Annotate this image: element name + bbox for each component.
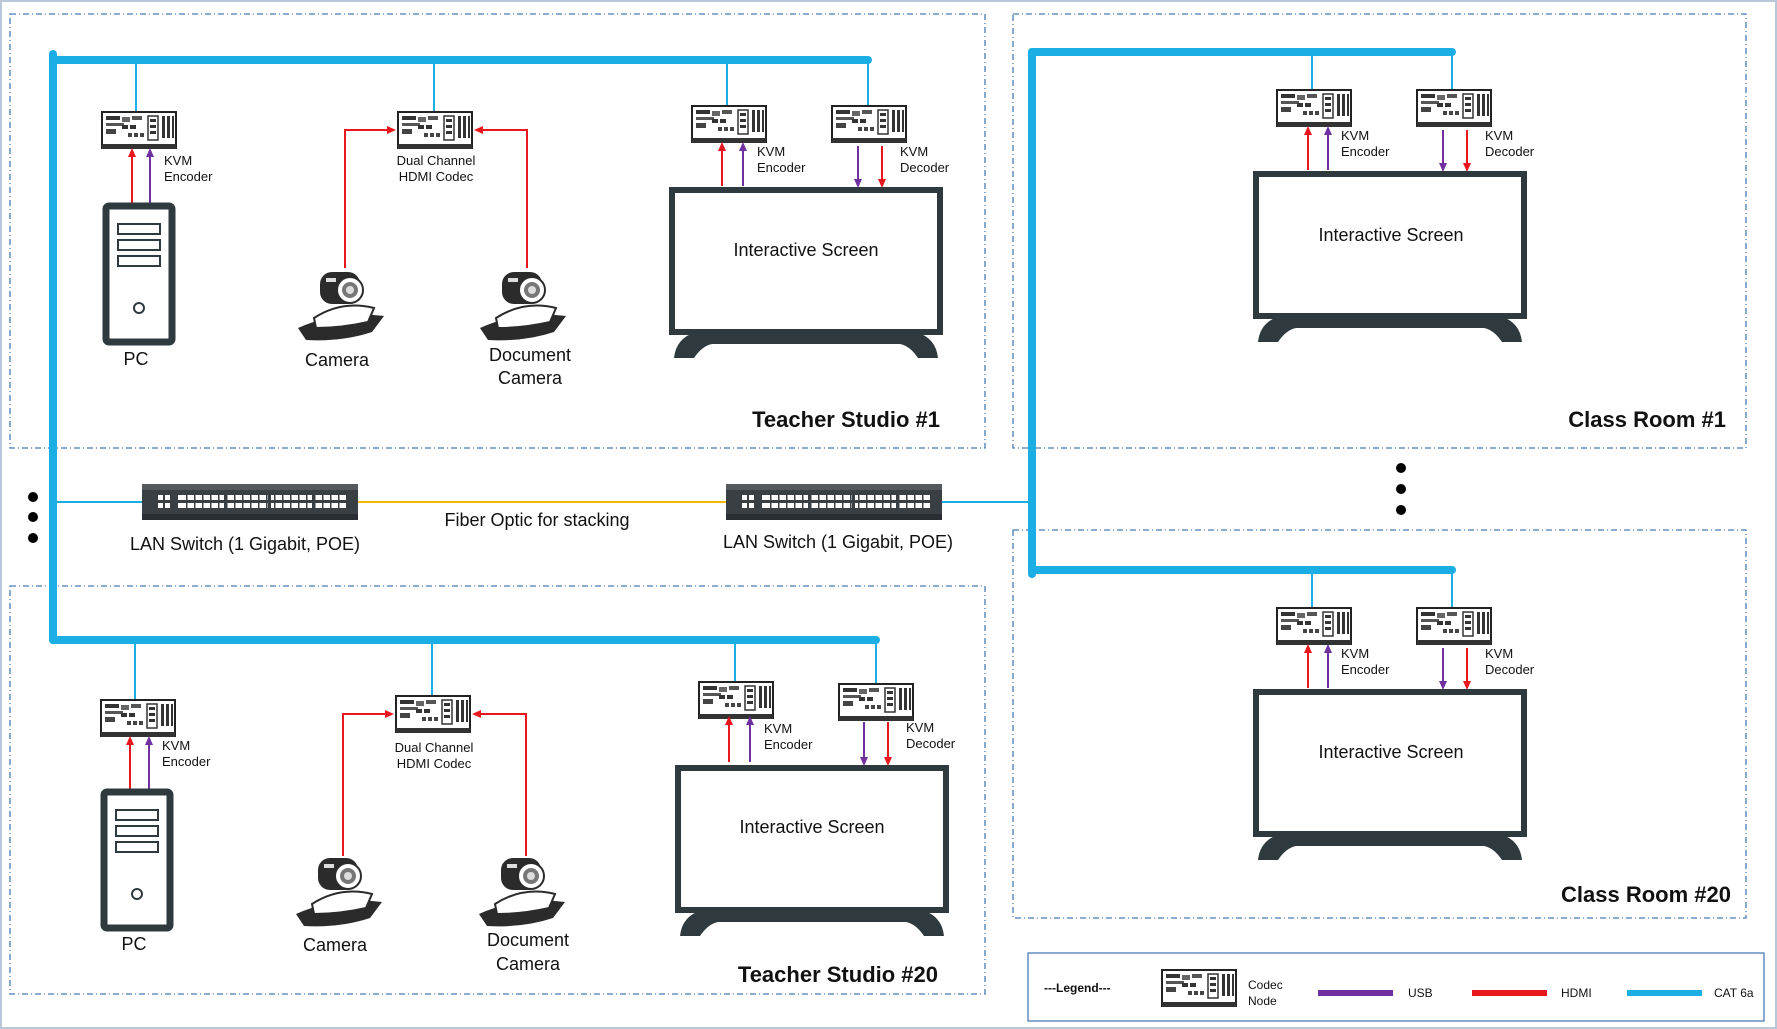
kvm-encoder-label: Encoder [1341, 144, 1390, 159]
zone-class-room-20 [1012, 529, 1747, 919]
zone-title-class-room-1: Class Room #1 [1568, 407, 1726, 432]
kvm-decoder-label: KVM [900, 144, 928, 159]
document-camera-label: Camera [496, 954, 561, 974]
pc-icon [106, 206, 172, 342]
kvm-encoder-label: KVM [164, 153, 192, 168]
zone-title-class-room-20: Class Room #20 [1561, 882, 1731, 907]
lan-switch-right [726, 484, 942, 520]
legend-title: ---Legend--- [1044, 981, 1111, 995]
kvm-encoder-label: Encoder [164, 169, 213, 184]
dual-codec-label: Dual Channel [397, 153, 476, 168]
kvm-encoder-node [691, 105, 767, 144]
kvm-encoder-label: KVM [757, 144, 785, 159]
zone-title-teacher-studio-20: Teacher Studio #20 [738, 962, 938, 987]
legend-box [1027, 952, 1765, 1022]
document-camera-label: Camera [498, 368, 563, 388]
legend-codec-node-label: Codec [1248, 978, 1283, 992]
interactive-screen [669, 187, 943, 358]
legend-codec-node-label: Node [1248, 994, 1277, 1008]
kvm-encoder-label: KVM [162, 738, 190, 753]
kvm-decoder-node [1416, 607, 1492, 646]
kvm-encoder-node [1276, 89, 1352, 128]
kvm-encoder-label: Encoder [757, 160, 806, 175]
zone-class-room-1 [1012, 13, 1747, 449]
kvm-decoder-node [831, 105, 907, 144]
kvm-encoder-label: KVM [1341, 128, 1369, 143]
kvm-encoder-node [100, 699, 176, 738]
kvm-encoder-node [1276, 607, 1352, 646]
pc-label: PC [123, 349, 148, 369]
kvm-decoder-label: Decoder [1485, 144, 1535, 159]
camera-label: Camera [305, 350, 370, 370]
zone-teacher-studio-1 [9, 13, 986, 449]
lan-switch-left [142, 484, 358, 520]
interactive-screen-label: Interactive Screen [1318, 742, 1463, 762]
interactive-screen [1253, 689, 1527, 860]
document-camera-icon [478, 857, 566, 928]
pc-label: PC [121, 934, 146, 954]
interactive-screen [675, 765, 949, 936]
zone-title-teacher-studio-1: Teacher Studio #1 [752, 407, 940, 432]
kvm-decoder-label: KVM [906, 720, 934, 735]
legend-codec-node-icon [1161, 969, 1237, 1008]
interactive-screen-label: Interactive Screen [739, 817, 884, 837]
kvm-decoder-label: KVM [1485, 646, 1513, 661]
kvm-decoder-label: Decoder [900, 160, 950, 175]
kvm-encoder-label: KVM [1341, 646, 1369, 661]
dual-codec-label: HDMI Codec [397, 756, 472, 771]
interactive-screen-label: Interactive Screen [1318, 225, 1463, 245]
document-camera-icon [479, 271, 567, 342]
kvm-decoder-node [838, 683, 914, 722]
zone-teacher-studio-20 [9, 585, 986, 995]
more-classrooms-dots [1396, 463, 1406, 515]
camera-icon [297, 271, 385, 342]
legend-cat6a-label: CAT 6a [1714, 986, 1754, 1000]
interactive-screen [1253, 171, 1527, 342]
kvm-decoder-node [1416, 89, 1492, 128]
kvm-encoder-node [698, 681, 774, 720]
kvm-decoder-label: Decoder [906, 736, 956, 751]
dual-codec-node [395, 695, 471, 734]
document-camera-label: Document [489, 345, 571, 365]
pc-icon [104, 792, 170, 928]
legend-hdmi-label: HDMI [1561, 986, 1592, 1000]
camera-icon [295, 857, 383, 928]
more-studios-dots [28, 492, 38, 543]
interactive-screen-label: Interactive Screen [733, 240, 878, 260]
kvm-encoder-node [101, 111, 177, 150]
document-camera-label: Document [487, 930, 569, 950]
lan-switch-left-label: LAN Switch (1 Gigabit, POE) [130, 534, 360, 554]
kvm-encoder-label: Encoder [162, 754, 211, 769]
camera-label: Camera [303, 935, 368, 955]
legend-usb-label: USB [1408, 986, 1433, 1000]
dual-codec-node [397, 111, 473, 150]
lan-switch-right-label: LAN Switch (1 Gigabit, POE) [723, 532, 953, 552]
kvm-decoder-label: KVM [1485, 128, 1513, 143]
dual-codec-label: Dual Channel [395, 740, 474, 755]
dual-codec-label: HDMI Codec [399, 169, 474, 184]
fiber-label: Fiber Optic for stacking [444, 510, 629, 530]
kvm-decoder-label: Decoder [1485, 662, 1535, 677]
kvm-encoder-label: Encoder [1341, 662, 1390, 677]
kvm-encoder-label: Encoder [764, 737, 813, 752]
kvm-encoder-label: KVM [764, 721, 792, 736]
